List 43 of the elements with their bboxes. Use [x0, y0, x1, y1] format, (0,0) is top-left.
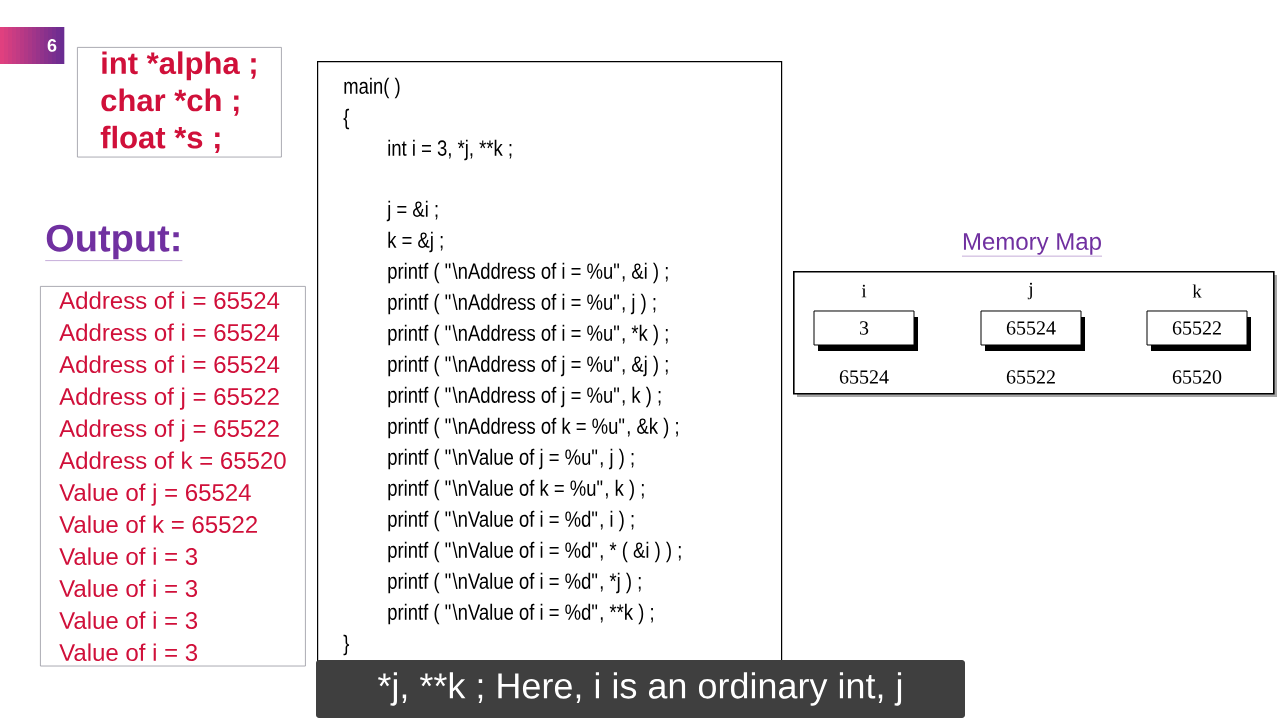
- output-box: Address of i = 65524 Address of i = 65524 Address of i = 65524 Address of j = 65522 Address of j = 65522 Address of k = 65520 Value of j = 65524 Value of k = 65522 Value of i = 3 Value of i = 3 Value of i = 3 Value of i = 3: [40, 286, 306, 667]
- address-label: 65524: [839, 370, 889, 384]
- memory-map-title: Memory Map: [961, 233, 1103, 257]
- node-label: Address of j = 65522: [59, 419, 279, 442]
- output-heading: Output:: [45, 224, 183, 261]
- code-line: printf ( "\nAddress of j = %u", k ) ;: [388, 386, 661, 408]
- code-line: int i = 3, *j, **k ;: [388, 139, 512, 161]
- slide-number-badge: 6: [0, 27, 65, 64]
- code-line: printf ( "\nAddress of i = %u", *k ) ;: [388, 324, 668, 346]
- node-label: Address of i = 65524: [59, 291, 280, 310]
- node-label: 6: [47, 39, 57, 52]
- variable-name: i: [861, 284, 867, 298]
- variable-name: k: [1192, 284, 1202, 298]
- node-label: Value of i = 3: [59, 579, 198, 598]
- code-line: printf ( "\nValue of i = %d", **k ) ;: [388, 603, 653, 625]
- code-line: printf ( "\nValue of i = %d", * ( &i ) ) ;: [388, 541, 681, 563]
- node-label: Value of i = 3: [59, 643, 198, 662]
- code-line: printf ( "\nValue of k = %u", k ) ;: [388, 479, 644, 501]
- code-line: printf ( "\nAddress of k = %u", &k ) ;: [388, 417, 678, 439]
- address-label: 65522: [1006, 370, 1055, 384]
- code-line: k = &j ;: [388, 231, 443, 253]
- node-label: Value of i = 3: [59, 611, 198, 630]
- code-line: printf ( "\nAddress of i = %u", &i ) ;: [388, 262, 668, 284]
- code-line: main( ): [344, 77, 400, 99]
- code-line: printf ( "\nAddress of j = %u", &j ) ;: [388, 355, 668, 377]
- variable-name: j: [1027, 282, 1032, 300]
- code-line: printf ( "\nValue of j = %u", j ) ;: [388, 448, 634, 470]
- node-label: Address of i = 65524: [59, 355, 280, 374]
- code-line: printf ( "\nValue of i = %d", i ) ;: [388, 510, 634, 532]
- code-line: {: [343, 108, 350, 130]
- node-label: Value of k = 65522: [59, 515, 257, 534]
- node-label: Value of i = 3: [59, 547, 198, 566]
- node-label: Address of k = 65520: [59, 451, 286, 470]
- node-label: Value of j = 65524: [59, 483, 251, 506]
- address-label: 65520: [1172, 370, 1222, 384]
- code-line: printf ( "\nAddress of i = %u", j ) ;: [388, 293, 656, 315]
- subtitle-bar: *j, **k ; Here, i is an ordinary int, j: [316, 660, 965, 718]
- node-label: Address of j = 65522: [59, 387, 279, 410]
- code-line: }: [343, 634, 350, 656]
- node-label: Address of i = 65524: [59, 323, 280, 342]
- code-line: j = &i ;: [386, 200, 438, 222]
- code-line: printf ( "\nValue of i = %d", *j ) ;: [388, 572, 641, 594]
- declaration-box: int *alpha ; char *ch ; float *s ;: [77, 47, 282, 158]
